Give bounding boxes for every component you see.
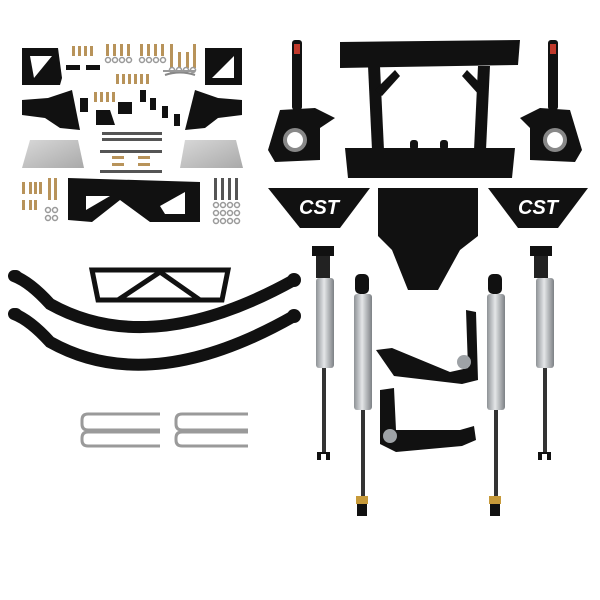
hardware-bolts-row2	[94, 92, 115, 102]
traction-bar-frame	[88, 267, 232, 303]
u-bolts-right	[174, 412, 248, 448]
leaf-spring-lower	[8, 308, 301, 371]
cst-plate-right: CST	[488, 188, 588, 228]
cst-plate-left: CST	[268, 188, 370, 228]
hardware-bolts-row1	[72, 44, 196, 84]
cst-logo-right: CST	[518, 197, 560, 219]
crossmember-ears	[410, 140, 448, 150]
upper-bracket-right	[205, 48, 242, 85]
u-bolts-left	[80, 412, 160, 448]
front-strut-left	[312, 246, 334, 460]
center-brackets	[80, 98, 132, 125]
upper-control-arm-top	[376, 310, 478, 384]
cst-logo-left: CST	[299, 197, 341, 219]
upper-control-arm-bottom	[380, 388, 476, 452]
lower-bracket-right	[185, 90, 242, 130]
front-crossmember	[340, 40, 520, 178]
skid-plate-right	[180, 140, 243, 168]
tie-rod-bars	[100, 132, 162, 173]
front-strut-right	[530, 246, 554, 460]
tie-rod-ends	[140, 90, 180, 126]
leaf-spring-upper	[8, 270, 301, 334]
hardware-bolts-row4	[22, 178, 57, 210]
hardware-bolts-row3	[112, 156, 150, 166]
rear-shock-left	[354, 274, 372, 516]
spring-strap	[164, 71, 196, 76]
rear-shock-right	[487, 274, 505, 516]
steering-knuckle-left	[268, 40, 335, 162]
center-skid-plate	[378, 188, 478, 290]
small-plates	[66, 65, 100, 70]
skid-plate-left	[22, 140, 84, 168]
rear-crossbrace	[68, 178, 200, 222]
hardware-washers-row2	[44, 201, 241, 225]
hardware-bolts-row5	[214, 178, 238, 200]
rod	[163, 70, 195, 72]
steering-knuckle-right	[520, 40, 582, 162]
upper-bracket-left	[22, 48, 62, 85]
lower-bracket-left	[22, 90, 80, 130]
